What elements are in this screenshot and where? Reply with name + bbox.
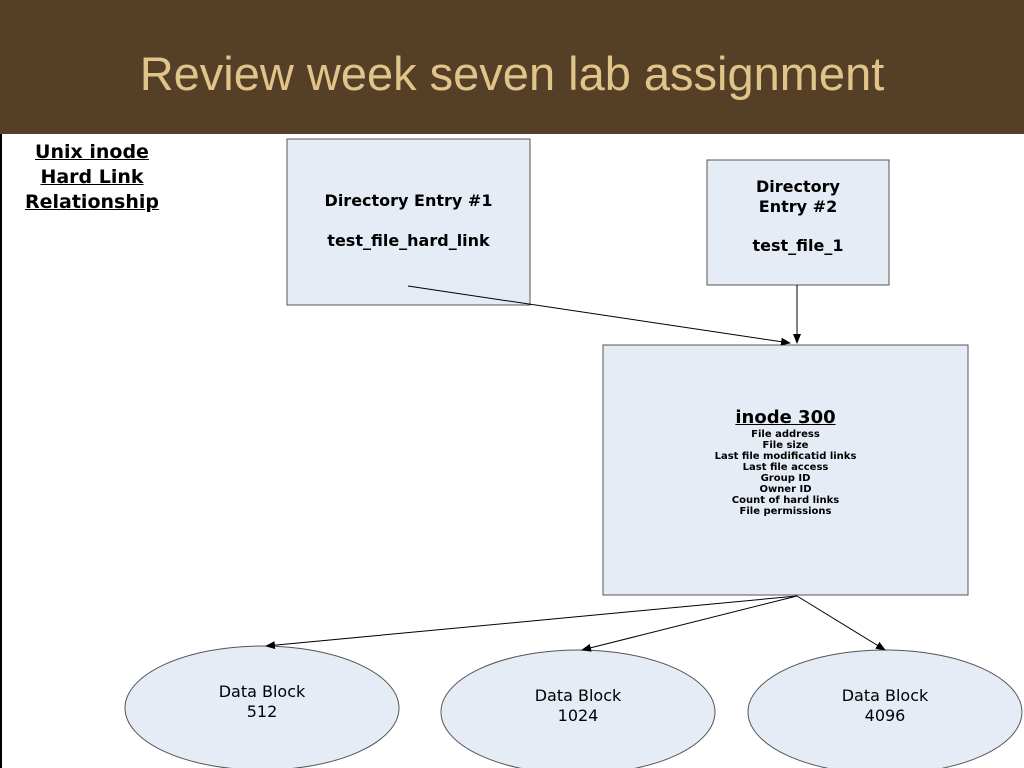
directory-entry-1-box (286, 138, 531, 306)
arrow-inode-to-block-1024 (581, 595, 798, 652)
inode-title: inode 300 (735, 407, 836, 428)
directory-entry-2-label-line2: Entry #2 (758, 197, 838, 216)
data-block-label: Data Block (218, 682, 306, 701)
data-block-512-ellipse (124, 645, 400, 768)
side-label-line-2: Hard Link (40, 166, 144, 188)
inode-field: Last file access (742, 462, 829, 473)
inode-field: File permissions (739, 506, 832, 517)
arrow-inode-to-block-512 (265, 595, 798, 650)
data-block-1024-text: Data Block 1024 (478, 686, 678, 726)
data-block-4096-text: Data Block 4096 (785, 686, 985, 726)
inode-field: Owner ID (759, 484, 812, 495)
inode-field: File address (751, 429, 820, 440)
inode-fields-list: File address File size Last file modific… (603, 429, 968, 517)
arrow-entry1-to-inode (407, 285, 791, 346)
inode-field: Group ID (760, 473, 811, 484)
data-block-1024-ellipse (440, 649, 716, 768)
directory-entry-2-label-line1: Directory (756, 177, 840, 196)
diagram-side-label: Unix inode Hard Link Relationship (0, 140, 184, 215)
left-border-line (0, 134, 2, 768)
data-block-size: 512 (246, 702, 278, 721)
data-block-512-text: Data Block 512 (162, 682, 362, 722)
side-label-line-3: Relationship (25, 191, 159, 213)
inode-field: Last file modificatid links (714, 451, 857, 462)
data-block-size: 4096 (864, 706, 906, 725)
inode-field: File size (762, 440, 809, 451)
inode-box (602, 344, 969, 596)
slide-header: Review week seven lab assignment (0, 0, 1024, 134)
data-block-label: Data Block (534, 686, 622, 705)
directory-entry-2-filename: test_file_1 (752, 236, 844, 255)
directory-entry-1-filename: test_file_hard_link (327, 231, 490, 250)
slide-title: Review week seven lab assignment (139, 47, 885, 100)
data-block-size: 1024 (557, 706, 599, 725)
directory-entry-2-box (706, 159, 890, 286)
side-label-line-1: Unix inode (35, 141, 149, 163)
data-block-label: Data Block (841, 686, 929, 705)
directory-entry-1-label: Directory Entry #1 (324, 191, 493, 210)
inode-field: Count of hard links (731, 495, 840, 506)
arrow-inode-to-block-4096 (796, 595, 886, 651)
